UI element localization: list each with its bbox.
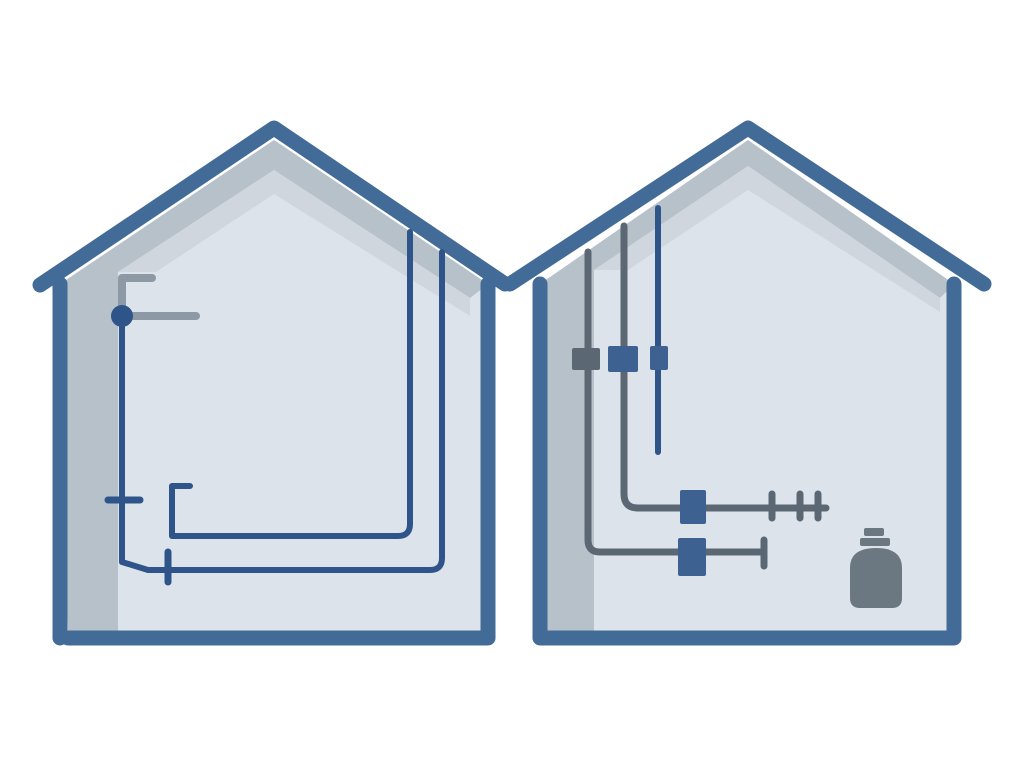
left-house-outline [32,120,513,646]
left-house-roof-shadow [60,140,488,638]
left-house [32,120,513,646]
pipe-fitting-icon [650,346,668,370]
left-house-pipe-network [104,229,445,586]
right-house [502,120,992,646]
pipe-fitting-icon [678,538,706,576]
gas-cylinder-icon [850,528,902,608]
right-house-pipe-network [584,205,830,570]
right-house-roof-lowlight [594,166,940,312]
left-gray-wall-bracket [118,274,200,320]
right-end-fitting-lines [760,490,822,570]
right-house-outline [502,120,992,646]
pipe-fitting-icon [608,346,638,372]
pipe-fitting-icon [572,348,600,370]
left-main-blue-pipe [119,249,445,573]
right-outer-gray-pipe [584,248,768,556]
right-inner-gray-pipe [620,222,830,512]
right-house-roof-shadow [540,140,954,638]
pipe-fitting-icon [680,490,706,524]
left-house-roof-lowlight [118,170,470,316]
left-inner-blue-pipe [169,229,413,539]
right-house-wall-fill [540,140,954,638]
